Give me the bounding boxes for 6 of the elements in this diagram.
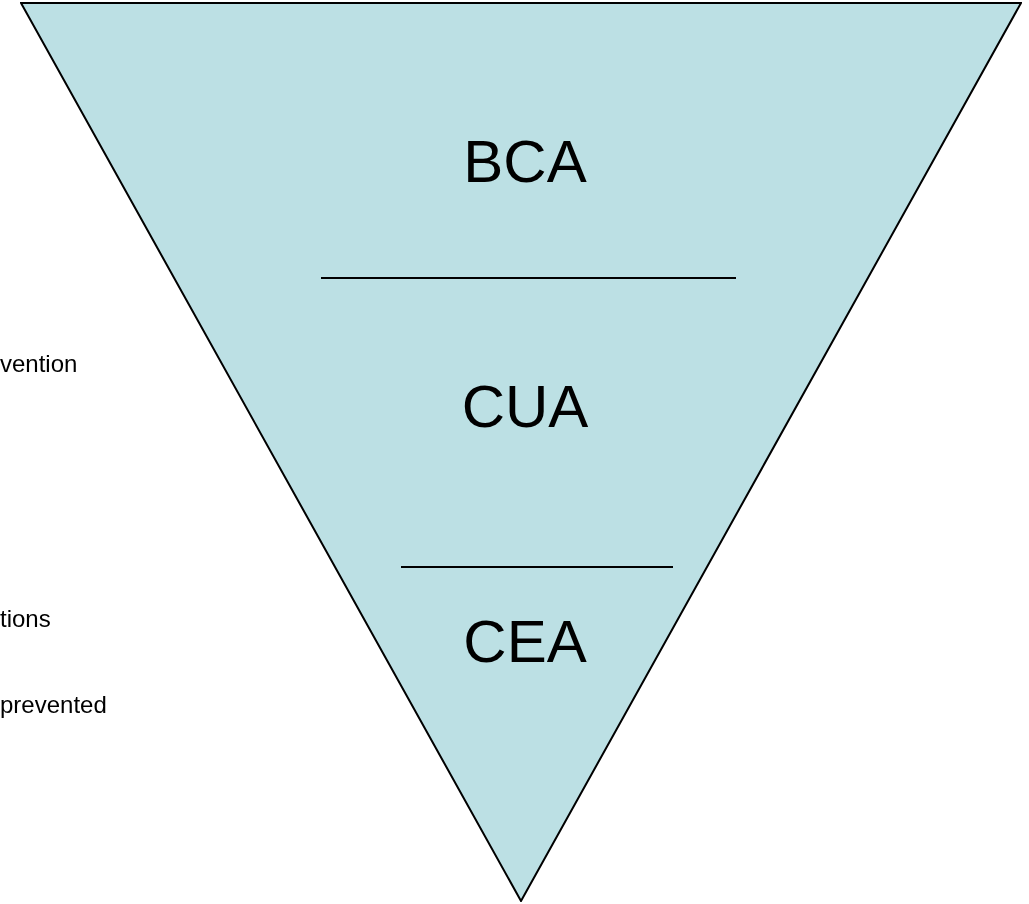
section-label: CUA	[461, 377, 589, 437]
section-label: CEA	[463, 612, 587, 672]
side-note: tions	[0, 607, 51, 631]
section-label: BCA	[463, 132, 587, 192]
side-note: prevented	[0, 693, 107, 717]
side-note: vention	[0, 352, 78, 376]
